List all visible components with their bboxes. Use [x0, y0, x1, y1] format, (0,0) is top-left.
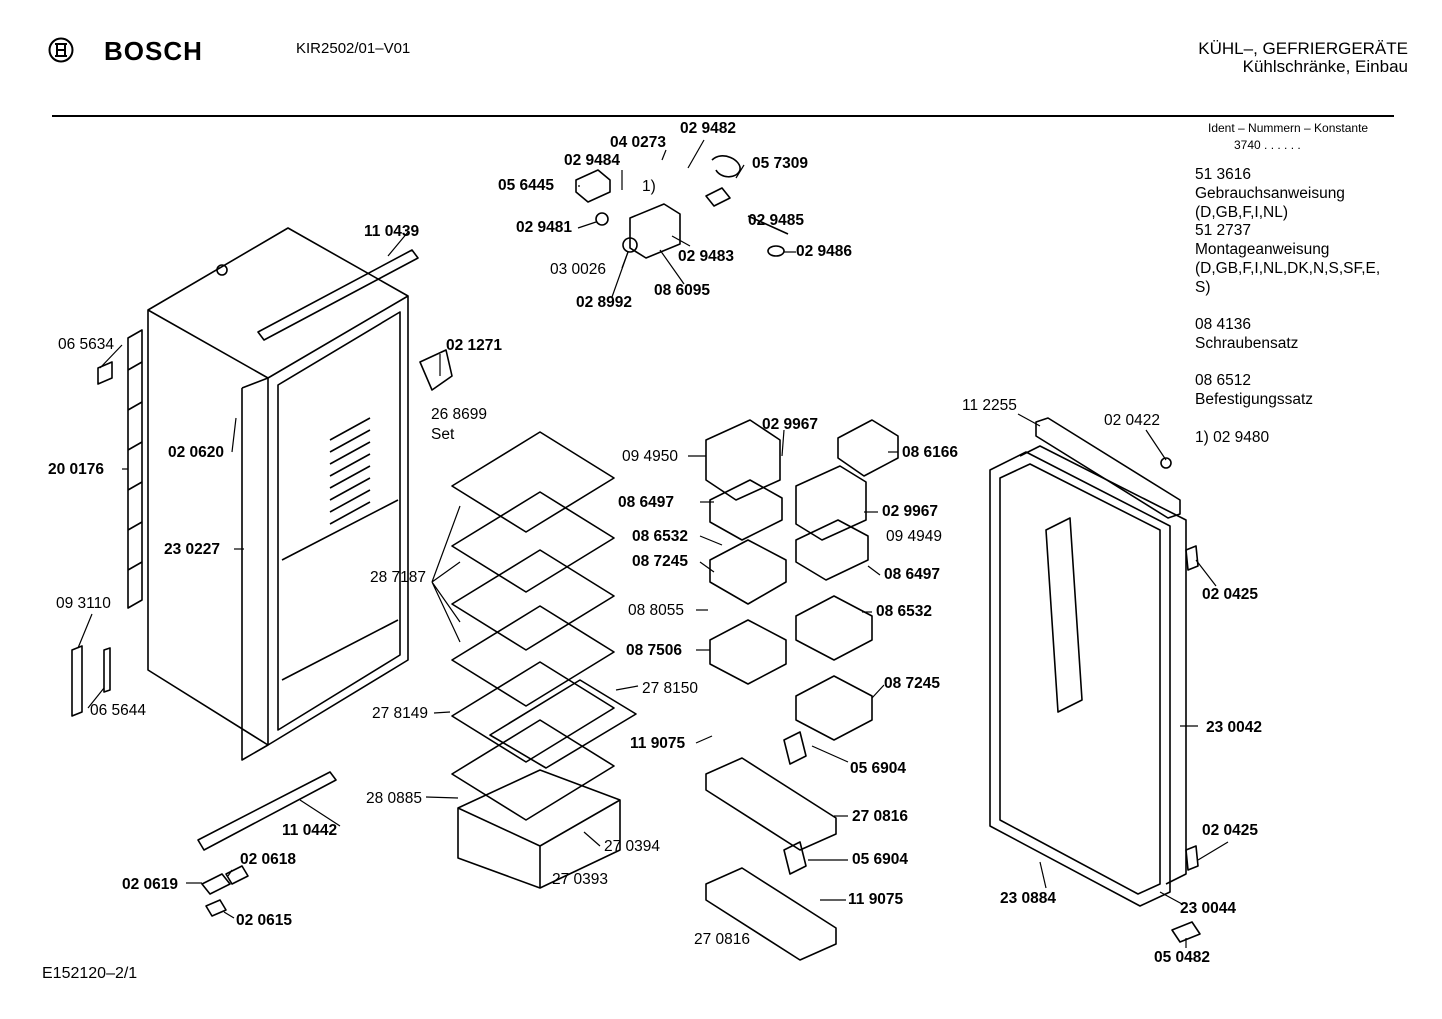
info-line: Montageanweisung [1195, 241, 1330, 258]
part-callout: 23 0227 [164, 541, 221, 558]
part-callout: 08 7245 [884, 675, 941, 692]
part-callout: 27 8150 [642, 680, 699, 697]
cabinet-body [147, 227, 409, 761]
info-line: (D,GB,F,I,NL,DK,N,S,SF,E, [1195, 260, 1381, 277]
part-callout: 23 0884 [1000, 890, 1057, 907]
part-callout: 02 1271 [446, 337, 503, 354]
drawing-reference: E152120–2/1 [42, 965, 138, 982]
ident-value: 3740 . . . . . . [1234, 138, 1301, 152]
info-line: Schraubensatz [1195, 335, 1299, 352]
part-callout: 08 6095 [654, 282, 711, 299]
part-callout: 27 0393 [552, 871, 609, 888]
part-callout: 02 0618 [240, 851, 297, 868]
part-callout: 28 7187 [370, 569, 427, 586]
part-callout: Set [431, 426, 455, 443]
bosch-armature-logo-icon [48, 37, 74, 63]
part-callout: 11 9075 [630, 735, 686, 752]
part-callout: 11 9075 [848, 891, 904, 908]
part-callout: 23 0042 [1206, 719, 1263, 736]
part-callout: 08 6497 [884, 566, 941, 583]
part-callout: 02 9486 [796, 243, 853, 260]
part-callout: 02 0422 [1104, 412, 1161, 429]
part-callout: 02 0620 [168, 444, 225, 461]
part-callout: 08 6497 [618, 494, 675, 511]
part-callout: 20 0176 [48, 461, 105, 478]
top-rail [257, 249, 419, 341]
info-line: 1) 02 9480 [1195, 429, 1270, 446]
condenser-rack [127, 329, 143, 609]
part-callout: 02 9485 [748, 212, 805, 229]
part-callout: 03 0026 [550, 261, 607, 278]
glass-shelves [451, 431, 637, 821]
part-callout: 08 6532 [876, 603, 933, 620]
category-title: KÜHL–, GEFRIERGERÄTE [1198, 39, 1408, 58]
part-callout: 02 8992 [576, 294, 633, 311]
part-callout: 27 8149 [372, 705, 429, 722]
part-callout: 02 0615 [236, 912, 293, 929]
bottom-rail [197, 771, 337, 851]
info-line: Gebrauchsanweisung [1195, 185, 1345, 202]
part-callout: 02 9967 [762, 416, 819, 433]
crisper-drawers [457, 769, 621, 889]
part-callout: 23 0044 [1180, 900, 1237, 917]
part-callout: 11 0442 [282, 822, 338, 839]
part-callout: 05 7309 [752, 155, 809, 172]
part-callout: 08 6532 [632, 528, 689, 545]
info-line: 08 4136 [1195, 316, 1252, 333]
info-line: S) [1195, 279, 1211, 296]
door-shelves [705, 731, 837, 961]
part-callout: 09 4949 [886, 528, 943, 545]
thermostat-assembly [575, 155, 789, 259]
part-callout: 08 6166 [902, 444, 959, 461]
part-callout: 02 9484 [564, 152, 621, 169]
model-number: KIR2502/01–V01 [296, 40, 411, 57]
part-callout: 02 9482 [680, 120, 737, 137]
info-line: 51 2737 [1195, 222, 1252, 239]
leader-lines [77, 139, 1229, 948]
part-callout: 02 0425 [1202, 586, 1259, 603]
info-line: 08 6512 [1195, 372, 1252, 389]
info-line: (D,GB,F,I,NL) [1195, 204, 1289, 221]
part-callout: 08 7506 [626, 642, 683, 659]
part-callout: 02 9483 [678, 248, 735, 265]
part-callout: 05 0482 [1154, 949, 1211, 966]
part-callout: 02 0619 [122, 876, 179, 893]
part-callout: 08 7245 [632, 553, 689, 570]
part-callout: 11 2255 [962, 397, 1017, 414]
part-callout: 02 0425 [1202, 822, 1259, 839]
part-callout: 02 9967 [882, 503, 939, 520]
refrigerator-door [989, 445, 1187, 907]
brand-name: BOSCH [104, 36, 203, 66]
part-callout: 06 5644 [90, 702, 147, 719]
part-callout: 27 0816 [852, 808, 909, 825]
part-callout: 11 0439 [364, 223, 420, 240]
category-subtitle: Kühlschränke, Einbau [1242, 57, 1408, 76]
part-callout: 27 0816 [694, 931, 751, 948]
hinge-rail [1035, 417, 1181, 519]
part-callout: 1) [642, 178, 656, 195]
part-callout: 09 4950 [622, 448, 679, 465]
door-compartments [705, 419, 899, 741]
part-callout: 08 8055 [628, 602, 685, 619]
part-callout: 04 0273 [610, 134, 667, 151]
header-divider [52, 115, 1394, 117]
part-callout: 05 6445 [498, 177, 555, 194]
part-callout: 28 0885 [366, 790, 423, 807]
part-callout: 05 6904 [850, 760, 907, 777]
part-callout: 09 3110 [56, 595, 111, 612]
part-callout: 06 5634 [58, 336, 115, 353]
info-line: Befestigungssatz [1195, 391, 1314, 408]
part-callout: 27 0394 [604, 838, 661, 855]
part-callout: 05 6904 [852, 851, 909, 868]
part-callout: 26 8699 [431, 406, 488, 423]
ident-heading: Ident – Nummern – Konstante [1208, 121, 1369, 135]
info-line: 51 3616 [1195, 166, 1252, 183]
part-callout: 02 9481 [516, 219, 573, 236]
